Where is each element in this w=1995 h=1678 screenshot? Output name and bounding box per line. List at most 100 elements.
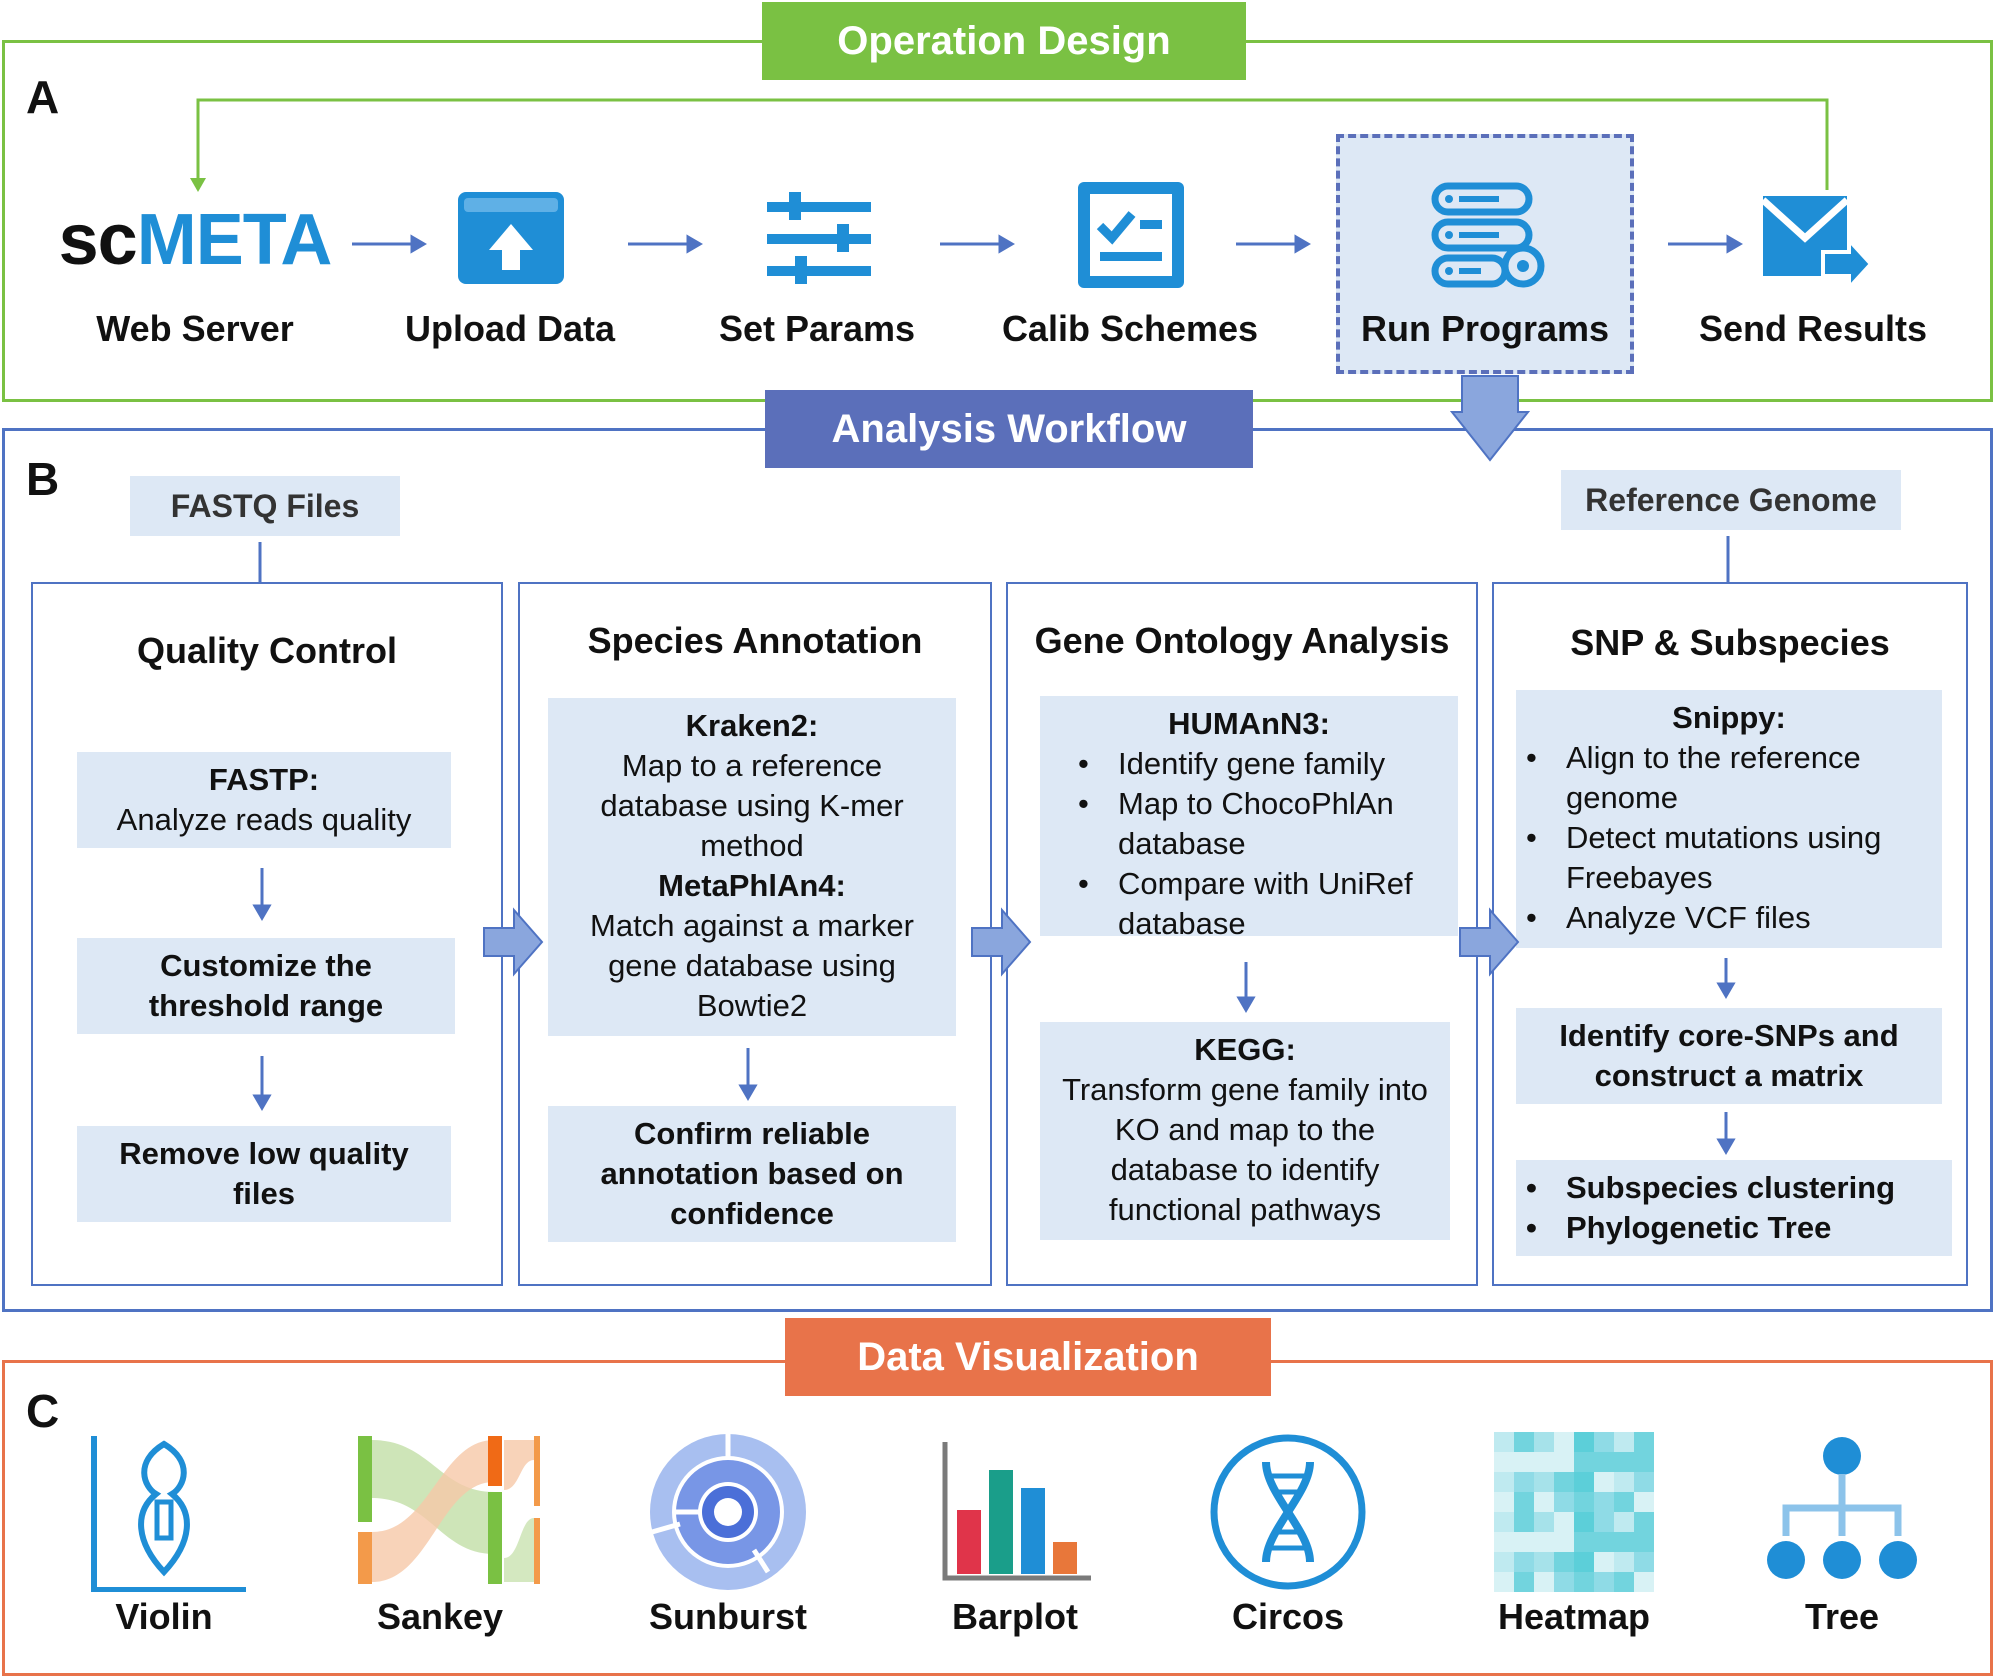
heatmap-cell (1514, 1552, 1534, 1572)
heatmap-cell (1514, 1492, 1534, 1512)
heatmap-cell (1574, 1452, 1594, 1472)
confirm-annotation-box: Confirm reliable annotation based on con… (548, 1106, 956, 1242)
kegg-text: Transform gene family into KO and map to… (1062, 1072, 1428, 1227)
remove-low-quality-text: Remove low quality files (119, 1136, 409, 1211)
species-annotation-title: Species Annotation (587, 620, 923, 661)
checklist-icon (1078, 182, 1184, 288)
heatmap-cell (1494, 1472, 1514, 1492)
feedback-loop-arrow (190, 98, 1829, 192)
heatmap-cell (1534, 1452, 1554, 1472)
heatmap-cell (1634, 1532, 1654, 1552)
viz-sankey: Sankey (340, 1432, 540, 1638)
operation-design-banner: Operation Design (762, 2, 1246, 80)
heatmap-cell (1594, 1492, 1614, 1512)
sunburst-icon (650, 1434, 806, 1590)
fastp-title: FASTP: (208, 762, 320, 797)
subspecies-item: Subspecies clustering (1526, 1168, 1942, 1208)
scmeta-logo-sc: sc (58, 200, 138, 280)
heatmap-cell (1594, 1452, 1614, 1472)
heatmap-cell (1494, 1452, 1514, 1472)
heatmap-cell (1614, 1512, 1634, 1532)
metaphlan-text: Match against a marker gene database usi… (590, 908, 914, 1023)
viz-label-sankey: Sankey (376, 1596, 504, 1637)
snp-subspecies-title: SNP & Subspecies (1570, 622, 1890, 663)
subspecies-item: Phylogenetic Tree (1526, 1208, 1942, 1248)
heatmap-cell (1534, 1532, 1554, 1552)
heatmap-cell (1594, 1432, 1614, 1452)
send-mail-icon (1760, 196, 1874, 290)
sankey-icon (358, 1436, 540, 1584)
run-to-workflow-arrow (1450, 375, 1530, 462)
step-label-upload-data: Upload Data (404, 308, 616, 349)
panel-letter-b: B (26, 453, 60, 505)
workflow-inner-arrows (252, 868, 1736, 1155)
snippy-item: Align to the reference genome (1526, 738, 1932, 818)
confirm-annotation-text: Confirm reliable annotation based on con… (600, 1116, 904, 1231)
heatmap-cell (1594, 1512, 1614, 1532)
fastp-box: FASTP: Analyze reads quality (77, 752, 451, 848)
heatmap-cell (1554, 1572, 1574, 1592)
heatmap-cell (1494, 1572, 1514, 1592)
heatmap-cell (1634, 1472, 1654, 1492)
fastp-text: Analyze reads quality (116, 802, 412, 837)
heatmap-cell (1614, 1432, 1634, 1452)
quality-control-column: Quality Control FASTP: Analyze reads qua… (31, 582, 503, 1286)
heatmap-cell (1494, 1532, 1514, 1552)
step-upload-data: Upload Data (370, 190, 650, 350)
fastq-files-input: FASTQ Files (130, 476, 400, 536)
step-run-programs: Run Programs (1345, 180, 1625, 350)
upload-icon (458, 192, 564, 284)
run-programs-highlight-box (1336, 134, 1634, 374)
humann-title: HUMAnN3: (1168, 706, 1330, 741)
step-label-run-programs: Run Programs (1360, 308, 1610, 349)
heatmap-cell (1514, 1472, 1534, 1492)
kraken-metaphlan-box: Kraken2: Map to a reference database usi… (548, 698, 956, 1036)
heatmap-cell (1574, 1572, 1594, 1592)
heatmap-cell (1554, 1552, 1574, 1572)
step-set-params: Set Params (677, 190, 957, 350)
core-snps-text: Identify core-SNPs and construct a matri… (1559, 1018, 1899, 1093)
viz-tree: Tree (1742, 1432, 1942, 1638)
species-annotation-column: Species Annotation Kraken2: Map to a ref… (518, 582, 992, 1286)
barplot-icon (942, 1442, 1091, 1581)
heatmap-cell (1614, 1492, 1634, 1512)
snp-subspecies-column: SNP & Subspecies Snippy: Align to the re… (1492, 582, 1968, 1286)
viz-heatmap: Heatmap (1474, 1432, 1674, 1638)
heatmap-cell (1554, 1512, 1574, 1532)
heatmap-cell (1554, 1472, 1574, 1492)
step-label-send-results: Send Results (1698, 308, 1928, 349)
kraken-text: Map to a reference database using K-mer … (600, 748, 904, 863)
heatmap-cell (1494, 1512, 1514, 1532)
snippy-title: Snippy: (1672, 700, 1786, 735)
panel-letter-a: A (26, 71, 60, 123)
heatmap-cell (1634, 1452, 1654, 1472)
snippy-item: Analyze VCF files (1526, 898, 1932, 938)
step-label-calib-schemes: Calib Schemes (1001, 308, 1259, 349)
heatmap-cell (1494, 1552, 1514, 1572)
humann-item: Map to ChocoPhlAn database (1078, 784, 1448, 864)
kegg-box: KEGG: Transform gene family into KO and … (1040, 1022, 1450, 1240)
snippy-box: Snippy: Align to the reference genome De… (1516, 690, 1942, 948)
humann-item: Compare with UniRef database (1078, 864, 1448, 944)
customize-threshold-text: Customize the threshold range (148, 948, 384, 1023)
tree-icon (1767, 1437, 1917, 1579)
scmeta-logo: scMETA (55, 190, 335, 290)
kegg-title: KEGG: (1194, 1032, 1296, 1067)
gene-ontology-title: Gene Ontology Analysis (1034, 620, 1450, 661)
viz-label-circos: Circos (1231, 1596, 1345, 1637)
heatmap-cell (1534, 1552, 1554, 1572)
humann-box: HUMAnN3: Identify gene family Map to Cho… (1040, 696, 1458, 941)
heatmap-cell (1614, 1472, 1634, 1492)
operation-flow-arrows (352, 234, 1743, 254)
sliders-icon (767, 192, 871, 284)
heatmap-cell (1514, 1532, 1534, 1552)
heatmap-cell (1614, 1572, 1634, 1592)
heatmap-cell (1534, 1512, 1554, 1532)
heatmap-cell (1554, 1452, 1574, 1472)
heatmap-cell (1634, 1572, 1654, 1592)
heatmap-cell (1634, 1432, 1654, 1452)
heatmap-cell (1514, 1452, 1534, 1472)
metaphlan-title: MetaPhlAn4: (658, 868, 846, 903)
viz-sunburst: Sunburst (628, 1432, 828, 1638)
heatmap-cell (1614, 1532, 1634, 1552)
